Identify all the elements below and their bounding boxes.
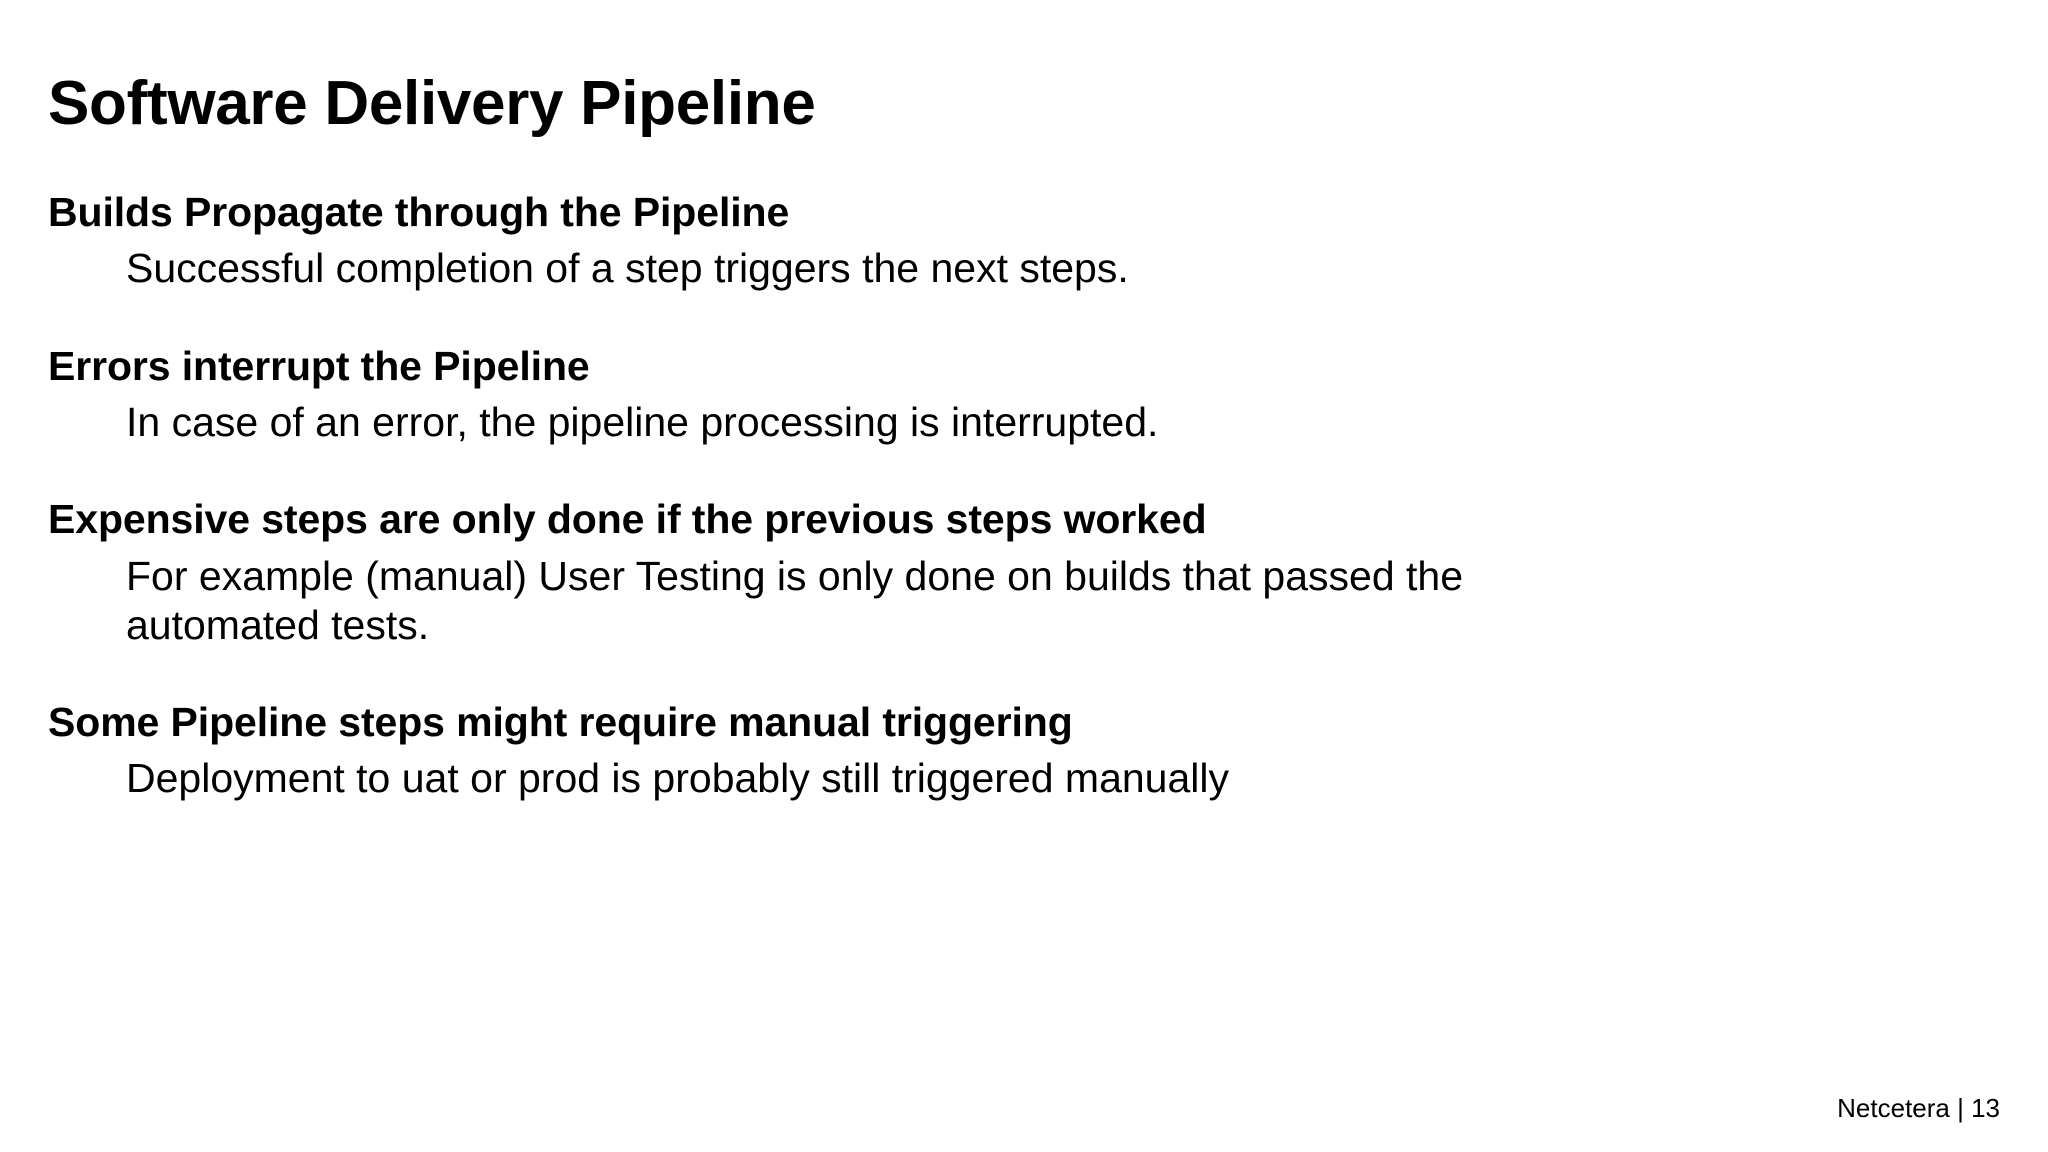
slide-content: Builds Propagate through the Pipeline Su… — [48, 188, 1908, 803]
content-block-manual-triggering: Some Pipeline steps might require manual… — [48, 698, 1908, 804]
content-block-expensive-steps: Expensive steps are only done if the pre… — [48, 495, 1908, 650]
block-body: In case of an error, the pipeline proces… — [126, 398, 1159, 445]
content-block-builds-propagate: Builds Propagate through the Pipeline Su… — [48, 188, 1908, 294]
block-heading: Builds Propagate through the Pipeline — [48, 189, 790, 235]
page-title: Software Delivery Pipeline — [48, 68, 816, 138]
content-block-errors-interrupt: Errors interrupt the Pipeline In case of… — [48, 342, 1908, 448]
block-heading: Errors interrupt the Pipeline — [48, 342, 590, 389]
block-body: For example (manual) User Testing is onl… — [126, 552, 1464, 648]
slide-footer: Netcetera | 13 — [1837, 1092, 2000, 1123]
block-body: Successful completion of a step triggers… — [126, 245, 1129, 292]
block-body: Deployment to uat or prod is probably st… — [126, 755, 1229, 802]
block-heading: Some Pipeline steps might require manual… — [48, 698, 1073, 745]
block-heading: Expensive steps are only done if the pre… — [48, 496, 1207, 543]
